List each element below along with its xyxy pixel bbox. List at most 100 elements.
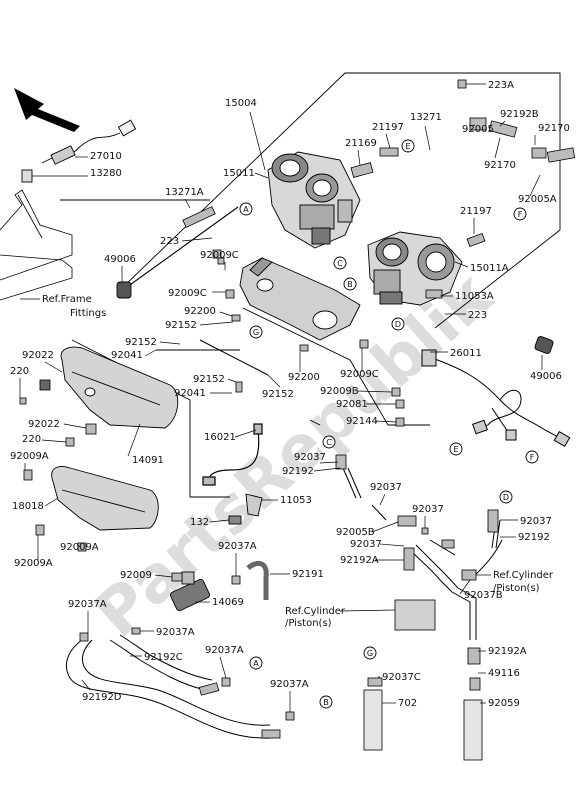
cap-49006: [116, 281, 554, 354]
small-fittings: [19, 79, 576, 761]
leader-line: [63, 423, 87, 429]
callout-f: F: [525, 450, 539, 464]
part-label-92009a: 92009A: [60, 542, 99, 553]
carburetor-front: [267, 151, 361, 249]
bracket-11053: [228, 493, 263, 525]
part-label-27010: 27010: [90, 151, 122, 162]
part-label-18018: 18018: [12, 501, 44, 512]
part-label-92200: 92200: [288, 372, 320, 383]
part-label-92022: 92022: [22, 350, 54, 361]
part-label-92191: 92191: [292, 569, 324, 580]
part-label-92037b: 92037B: [464, 590, 503, 601]
svg-text:E: E: [405, 142, 410, 151]
callout-e: E: [449, 442, 463, 456]
leader-line: [44, 497, 59, 507]
part-label-92009c: 92009C: [200, 250, 239, 261]
part-label-92009: 92009: [120, 570, 152, 581]
svg-text:B: B: [347, 280, 353, 289]
part-label-15011a: 15011A: [470, 263, 509, 274]
carburetor-rear: [367, 231, 463, 306]
part-label-92037: 92037: [370, 482, 402, 493]
part-label-92170: 92170: [484, 160, 516, 171]
part-number-labels: 15004223A132719200592192B921702119721169…: [10, 80, 570, 712]
part-label-15011: 15011: [223, 168, 255, 179]
leader-line: [357, 149, 361, 166]
leader-line: [379, 493, 386, 506]
callout-b: B: [343, 277, 357, 291]
side-cover-14091: [60, 346, 179, 429]
part-label-49006: 49006: [104, 254, 136, 265]
svg-text:G: G: [253, 328, 259, 337]
leader-line: [77, 544, 81, 548]
part-label-92041: 92041: [111, 350, 143, 361]
part-label-92152: 92152: [262, 389, 294, 400]
svg-text:A: A: [253, 659, 259, 668]
part-label-21197: 21197: [372, 122, 404, 133]
part-label-92009a: 92009A: [14, 558, 53, 569]
part-label-ref-cylinder: Ref.Cylinder: [493, 570, 554, 581]
callout-c: C: [333, 256, 347, 270]
part-label-13271a: 13271A: [165, 187, 204, 198]
part-label-92192c: 92192C: [144, 652, 183, 663]
part-label-92059: 92059: [488, 698, 520, 709]
part-label-92170: 92170: [538, 123, 570, 134]
leader-line: [81, 679, 91, 691]
part-label-92037: 92037: [520, 516, 552, 527]
part-label--piston-s-: /Piston(s): [493, 583, 540, 594]
callout-d: D: [391, 317, 405, 331]
part-label-702: 702: [398, 698, 417, 709]
leader-line: [319, 461, 339, 464]
leader-line: [219, 656, 227, 679]
part-label-92037c: 92037C: [382, 672, 421, 683]
callout-a: A: [239, 202, 253, 216]
part-label-220: 220: [22, 434, 41, 445]
part-label-132: 132: [190, 517, 209, 528]
leader-line: [494, 137, 501, 159]
part-label-92037: 92037: [412, 504, 444, 515]
leader-line: [454, 261, 469, 268]
part-label-92022: 92022: [28, 419, 60, 430]
part-label-ref-frame: Ref.Frame: [42, 294, 92, 305]
part-label-92192: 92192: [282, 466, 314, 477]
leader-line: [209, 519, 230, 523]
callout-g: G: [249, 325, 263, 339]
leader-line: [227, 378, 237, 383]
leader-line: [127, 423, 141, 457]
part-label-fittings: Fittings: [70, 308, 106, 319]
part-label-223a: 223A: [488, 80, 514, 91]
intake-manifold: [239, 257, 361, 341]
part-label-92192a: 92192A: [488, 646, 527, 657]
leader-line: [356, 390, 393, 393]
leader-line: [375, 420, 397, 423]
leader-line: [254, 172, 269, 179]
part-label-223: 223: [468, 310, 487, 321]
part-label-ref-cylinder: Ref.Cylinder: [285, 606, 346, 617]
part-label-92009c: 92009C: [168, 288, 207, 299]
leader-line: [154, 574, 173, 578]
leader-line: [267, 374, 281, 388]
part-label-92192b: 92192B: [500, 109, 539, 120]
side-cover-18018: [51, 466, 159, 531]
part-label-49006: 49006: [530, 371, 562, 382]
leader-line: [424, 125, 431, 151]
part-label-92144: 92144: [346, 416, 378, 427]
leader-line: [181, 237, 213, 242]
svg-text:B: B: [323, 698, 329, 707]
leader-line: [144, 349, 157, 357]
leader-line: [44, 361, 63, 373]
mount-rods: [122, 206, 269, 376]
part-label-92200: 92200: [184, 306, 216, 317]
callout-a: A: [249, 656, 263, 670]
solenoid-valve: [169, 560, 269, 612]
part-label--piston-s-: /Piston(s): [285, 618, 332, 629]
part-label-92037a: 92037A: [218, 541, 257, 552]
part-label-92037a: 92037A: [205, 645, 244, 656]
leader-line: [529, 174, 541, 197]
part-label-92005: 92005: [462, 124, 494, 135]
svg-text:G: G: [367, 649, 373, 658]
svg-text:D: D: [503, 493, 509, 502]
leader-line: [41, 439, 67, 443]
callout-g: G: [363, 646, 377, 660]
